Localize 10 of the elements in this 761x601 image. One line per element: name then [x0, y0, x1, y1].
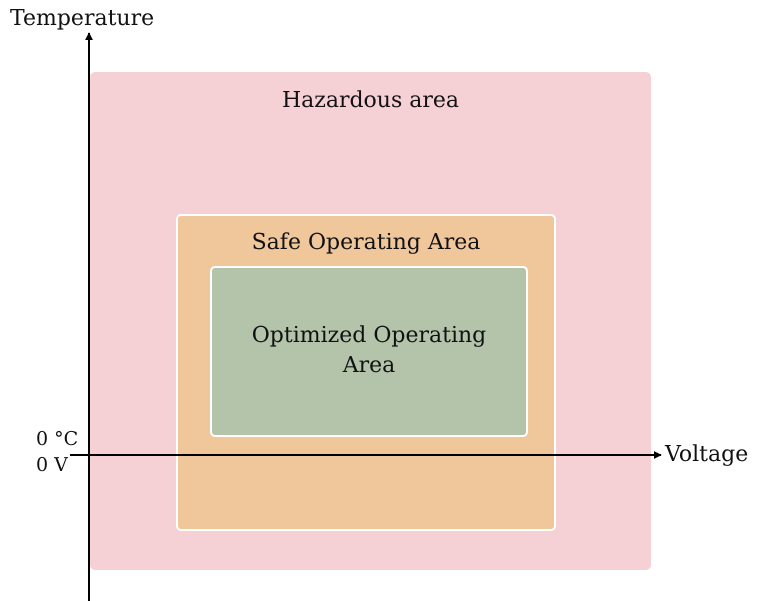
origin-label: 0 V	[36, 454, 68, 476]
area-label: Optimized Operating Area	[250, 322, 488, 380]
origin-label: 0 °C	[36, 428, 78, 450]
area-box	[210, 266, 528, 437]
area-label: Safe Operating Area	[250, 229, 482, 257]
axis-title: Temperature	[10, 6, 154, 31]
area-box	[176, 214, 556, 531]
area-label: Hazardous area	[280, 87, 460, 115]
area-box	[90, 72, 651, 570]
axis-title: Voltage	[665, 442, 748, 467]
